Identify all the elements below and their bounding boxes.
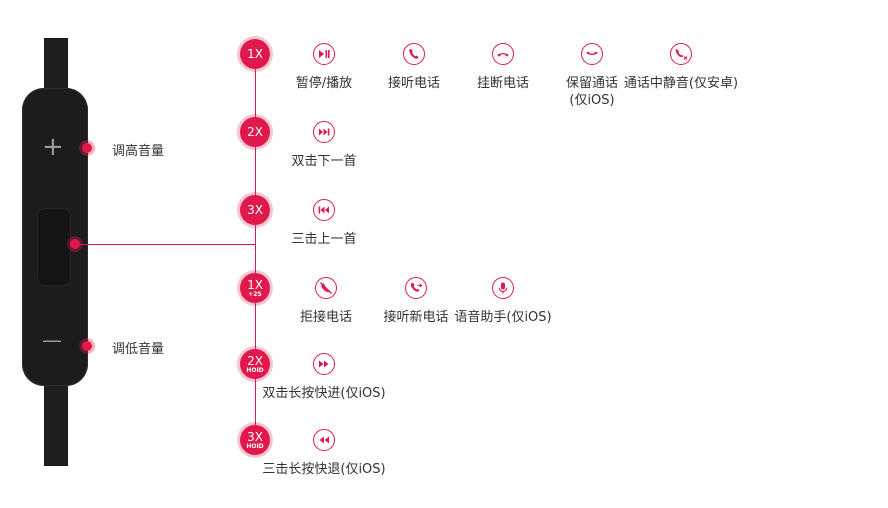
volume-up-label: 调高音量 xyxy=(112,144,165,159)
action-label-text: 通话中静音(仅安卓) xyxy=(623,76,739,91)
action-label-text: 暂停/播放 xyxy=(295,76,353,91)
volume-up-button[interactable]: + xyxy=(42,132,64,162)
action-label-note: (仅iOS) xyxy=(569,93,615,108)
action-label: 拒接电话 xyxy=(300,309,352,326)
action-label: 保留通话 (仅iOS) xyxy=(566,75,618,109)
connector-line xyxy=(80,244,256,245)
volume-down-marker xyxy=(82,341,92,351)
press-count-badge: 3X xyxy=(240,195,270,225)
press-count-text: 3X xyxy=(247,203,263,217)
action-label: 接听新电话 xyxy=(383,309,448,326)
action-label-text: 双击长按快进(仅iOS) xyxy=(262,386,386,401)
timeline-line xyxy=(255,55,256,440)
cable-top xyxy=(44,38,68,92)
microphone-icon xyxy=(492,277,514,299)
press-count-text: 1X xyxy=(247,47,263,61)
action-label: 双击下一首 xyxy=(291,153,356,170)
action-label: 三击长按快退(仅iOS) xyxy=(262,461,385,478)
action-label: 语音助手(仅iOS) xyxy=(454,309,551,326)
action-label: 暂停/播放 xyxy=(296,75,352,92)
phone-mute-icon xyxy=(670,43,692,65)
action-label-text: 语音助手(仅iOS) xyxy=(454,310,552,325)
volume-down-button[interactable]: — xyxy=(42,328,62,352)
action-label-text: 三击上一首 xyxy=(291,232,357,247)
rewind-icon xyxy=(313,429,335,451)
press-modifier-text: +2S xyxy=(248,290,262,298)
volume-down-label: 调低音量 xyxy=(112,342,165,357)
action-label-text: 接听新电话 xyxy=(383,310,449,325)
phone-answer-icon xyxy=(403,43,425,65)
action-label: 通话中静音(仅安卓) xyxy=(624,75,738,92)
press-count-badge: 2X xyxy=(240,117,270,147)
press-count-text: 1X xyxy=(247,277,263,292)
action-label: 双击长按快进(仅iOS) xyxy=(262,385,385,402)
fast-forward-icon xyxy=(313,353,335,375)
action-label-text: 保留通话 xyxy=(565,76,619,91)
cable-bottom xyxy=(44,382,68,466)
action-label-text: 接听电话 xyxy=(387,76,441,91)
press-count-text: 2X xyxy=(247,125,263,139)
action-label-text: 拒接电话 xyxy=(299,310,353,325)
press-modifier-text: HOID xyxy=(246,442,264,450)
press-count-badge: 1X+2S xyxy=(240,273,270,303)
press-modifier-text: HOID xyxy=(246,366,264,374)
volume-up-marker xyxy=(82,143,92,153)
answer-new-call-icon xyxy=(405,277,427,299)
press-count-text: 3X xyxy=(247,429,263,444)
action-label-text: 三击长按快退(仅iOS) xyxy=(262,462,386,477)
action-label-text: 双击下一首 xyxy=(291,154,357,169)
action-label: 接听电话 xyxy=(388,75,440,92)
phone-hold-icon xyxy=(581,43,603,65)
previous-track-icon xyxy=(313,199,335,221)
press-count-text: 2X xyxy=(247,353,263,368)
press-count-badge: 1X xyxy=(240,39,270,69)
multifunction-button[interactable] xyxy=(37,208,71,286)
play-pause-icon xyxy=(313,43,335,65)
phone-hangup-icon xyxy=(492,43,514,65)
action-label: 三击上一首 xyxy=(291,231,356,248)
reject-call-icon xyxy=(315,277,337,299)
next-track-icon xyxy=(313,121,335,143)
action-label-text: 挂断电话 xyxy=(476,76,530,91)
multifunction-marker xyxy=(70,239,80,249)
action-label: 挂断电话 xyxy=(477,75,529,92)
